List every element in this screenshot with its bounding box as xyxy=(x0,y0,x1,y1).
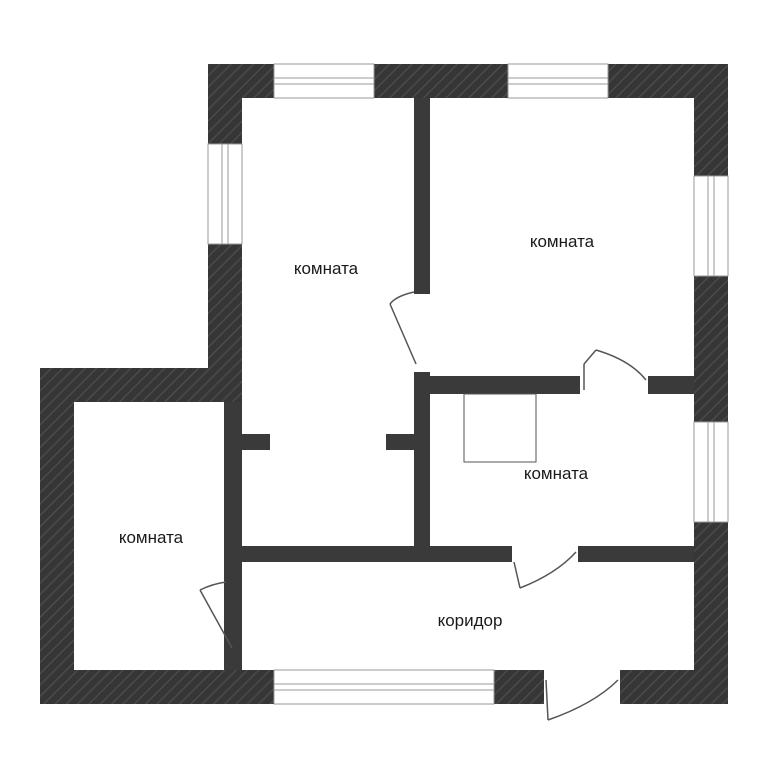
room-label-right-middle: комната xyxy=(524,464,589,483)
door-top-left-room xyxy=(389,291,417,365)
interior-walls xyxy=(224,98,694,670)
windows xyxy=(207,63,729,705)
window xyxy=(273,669,495,705)
window xyxy=(693,421,729,523)
door-right-middle-room xyxy=(513,551,577,589)
window xyxy=(273,63,375,99)
door-left-room xyxy=(199,581,233,649)
entrance-opening xyxy=(544,670,620,704)
room-labels: комната комната комната комната коридор xyxy=(119,232,595,630)
window xyxy=(207,143,243,245)
room-label-top-left: комната xyxy=(294,259,359,278)
window xyxy=(507,63,609,99)
room-label-corridor: коридор xyxy=(438,611,503,630)
room-label-top-right: комната xyxy=(530,232,595,251)
door-entrance xyxy=(545,679,619,721)
window xyxy=(693,175,729,277)
doors xyxy=(199,291,647,721)
room-label-left: комната xyxy=(119,528,184,547)
door-top-right-room xyxy=(583,349,647,390)
closet xyxy=(463,393,537,463)
exterior-walls xyxy=(40,64,728,704)
